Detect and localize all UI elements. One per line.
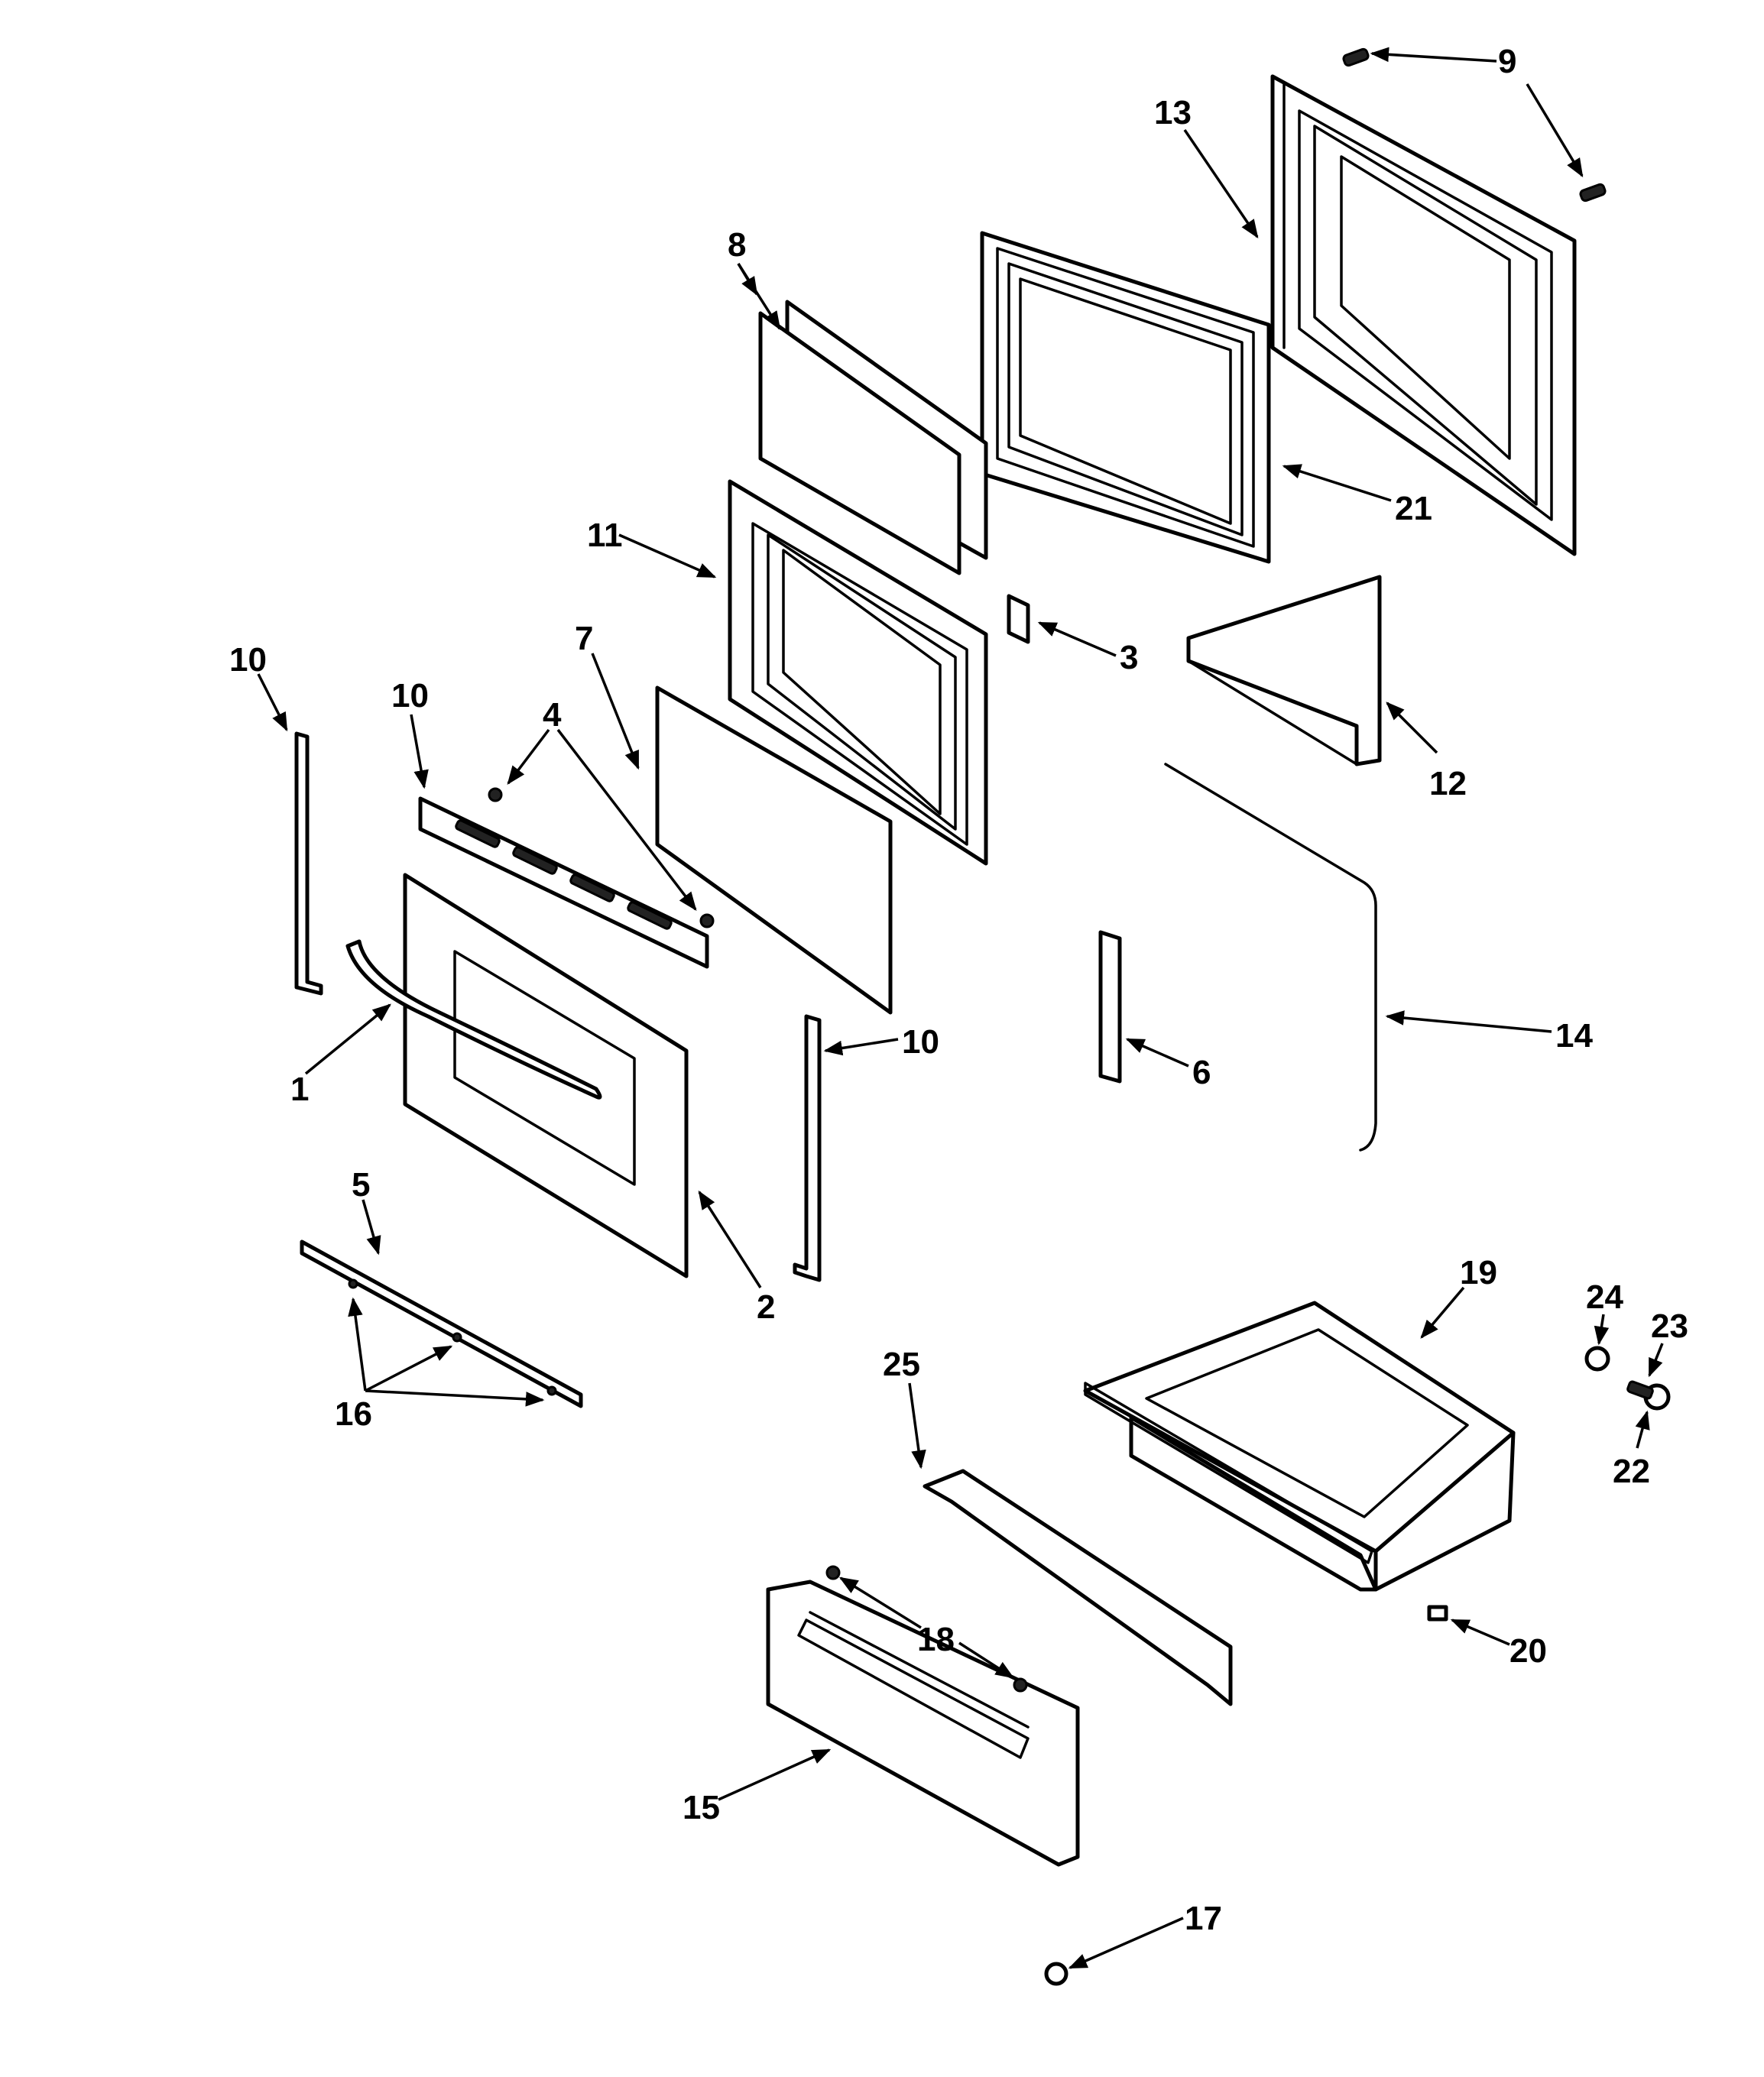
callout-10b: 10 bbox=[902, 1023, 939, 1061]
callout-5: 5 bbox=[352, 1166, 370, 1204]
part-6-hinge-receiver bbox=[1098, 930, 1122, 1084]
callout-19: 18 bbox=[917, 1621, 955, 1658]
callout-22: 21 bbox=[1395, 490, 1432, 527]
part-5-bottom-trim bbox=[300, 1239, 583, 1408]
callout-12: 11 bbox=[587, 517, 623, 554]
part-9-screws bbox=[1342, 47, 1607, 203]
part-13-insulation bbox=[1186, 575, 1382, 766]
part-12-inner-door-panel bbox=[728, 479, 988, 866]
part-1-door-handle bbox=[345, 939, 602, 1100]
callout-labels: 9 13 8 21 11 3 7 10 10 4 12 10 6 14 1 5 … bbox=[229, 43, 1688, 1937]
callout-9: 9 bbox=[1498, 43, 1516, 80]
part-10-hinge-left bbox=[294, 731, 323, 996]
part-2-outer-door bbox=[403, 873, 689, 1278]
callout-26: 25 bbox=[883, 1346, 920, 1383]
part-8-glass-panels bbox=[758, 300, 988, 575]
part-7-window-glass bbox=[655, 685, 893, 1015]
callout-8: 8 bbox=[728, 226, 746, 264]
callout-25: 24 bbox=[1586, 1278, 1623, 1316]
callout-23: 22 bbox=[1613, 1453, 1650, 1490]
callout-10a: 10 bbox=[229, 641, 267, 679]
callout-13: 12 bbox=[1429, 765, 1467, 802]
callout-20: 19 bbox=[1460, 1254, 1497, 1291]
callout-6: 6 bbox=[1192, 1054, 1211, 1091]
leader-lines bbox=[257, 47, 1664, 1969]
part-26-drawer-trim bbox=[923, 1469, 1233, 1706]
callout-1: 1 bbox=[290, 1071, 309, 1108]
part-20-storage-drawer bbox=[1083, 1301, 1516, 1592]
part-21-clip bbox=[1427, 1605, 1448, 1622]
callout-11: 10 bbox=[391, 677, 429, 714]
part-10-hinge-right bbox=[793, 1014, 822, 1282]
part-22-door-frame bbox=[980, 231, 1271, 564]
callout-7: 7 bbox=[575, 620, 593, 657]
part-23-24-glide bbox=[1626, 1380, 1671, 1411]
part-3-bracket bbox=[1007, 594, 1030, 644]
callout-18: 17 bbox=[1185, 1900, 1222, 1937]
part-14-door-liner bbox=[1270, 74, 1577, 556]
callout-21: 20 bbox=[1509, 1632, 1547, 1670]
callout-2: 2 bbox=[757, 1288, 775, 1326]
callout-24: 23 bbox=[1651, 1307, 1688, 1345]
part-25-nut bbox=[1584, 1346, 1610, 1372]
part-18-plug bbox=[1044, 1962, 1068, 1986]
part-17-screws bbox=[348, 1278, 557, 1396]
callout-4: 4 bbox=[543, 696, 562, 734]
callout-17: 16 bbox=[335, 1395, 372, 1433]
callout-14: 13 bbox=[1154, 94, 1192, 131]
part-19-screws bbox=[825, 1565, 1028, 1693]
callout-15: 14 bbox=[1555, 1017, 1593, 1055]
callout-3: 3 bbox=[1120, 639, 1138, 676]
part-16-drawer-front bbox=[766, 1580, 1080, 1867]
part-4-screws bbox=[488, 787, 715, 928]
part-11-vent-trim bbox=[418, 796, 709, 969]
callout-16: 15 bbox=[683, 1789, 720, 1826]
part-15-gasket bbox=[1164, 763, 1377, 1152]
